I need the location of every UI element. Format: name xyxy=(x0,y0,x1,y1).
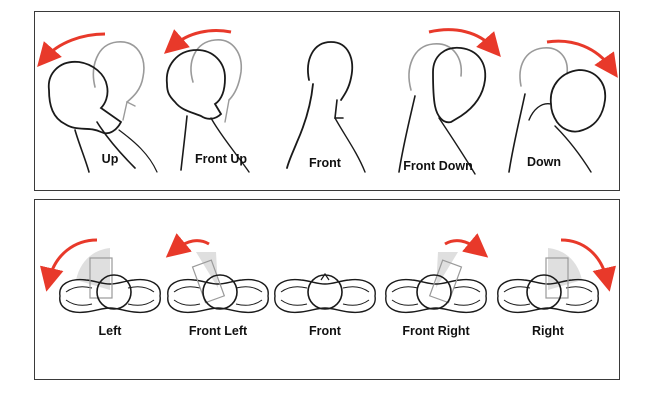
pose-label-front-right: Front Right xyxy=(402,324,470,338)
pose-label-front-up: Front Up xyxy=(194,152,248,166)
turn-left-figure xyxy=(59,248,161,314)
down-rotation-arrow xyxy=(546,39,618,78)
pose-label-up: Up xyxy=(101,152,119,166)
pose-label-right: Right xyxy=(532,324,564,338)
front-right-rotation-arrow xyxy=(444,233,489,258)
head-front-figure xyxy=(286,41,366,173)
turn-front-figure xyxy=(274,272,376,314)
front-down-rotation-arrow xyxy=(428,28,501,58)
pose-label-front-left: Front Left xyxy=(188,324,248,338)
tilt-illustrations xyxy=(37,28,618,175)
turn-right-figure xyxy=(497,248,599,314)
up-rotation-arrow xyxy=(37,32,106,68)
head-up-figure xyxy=(47,41,158,173)
turn-front-right-figure xyxy=(385,252,487,314)
left-rotation-arrow xyxy=(40,238,98,292)
head-down-figure xyxy=(508,47,607,173)
pose-label-front-2: Front xyxy=(309,324,341,338)
pose-label-left: Left xyxy=(98,324,122,338)
head-front-down-figure xyxy=(398,43,487,175)
turn-illustrations xyxy=(40,233,616,314)
pose-label-front: Front xyxy=(309,156,341,170)
pose-label-down: Down xyxy=(526,155,562,169)
front-up-rotation-arrow xyxy=(163,29,232,54)
tilt-panel: Up Front Up Front Front Down Down xyxy=(34,11,620,191)
turn-front-left-figure xyxy=(167,252,269,314)
front-left-rotation-arrow xyxy=(165,233,210,258)
turn-panel: Left Front Left Front Front Right Right xyxy=(34,199,620,380)
head-front-up-figure xyxy=(165,39,250,173)
pose-label-front-down: Front Down xyxy=(403,159,473,173)
right-rotation-arrow xyxy=(560,238,616,292)
